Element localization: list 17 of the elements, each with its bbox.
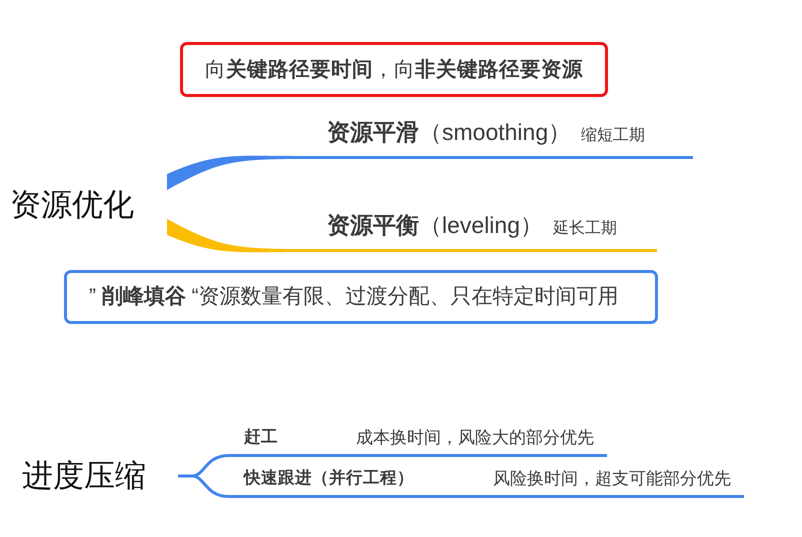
branch-topic <box>229 427 607 457</box>
branch-label: 快速跟进（并行工程） <box>244 469 414 488</box>
branch-line <box>178 474 230 498</box>
note-box: ” 削峰填谷 “资源数量有限、过渡分配、只在特定时间可用 <box>64 270 658 324</box>
branch-line <box>167 219 300 252</box>
branch-note: 风险换时间，超支可能部分优先 <box>493 468 731 490</box>
branch-topic <box>229 468 744 498</box>
branch-line <box>167 156 300 190</box>
topic-title: 资源优化 <box>10 186 134 224</box>
branch-note: 成本换时间，风险大的部分优先 <box>356 426 594 449</box>
branch-note: 延长工期 <box>553 220 617 238</box>
branch-note: 缩短工期 <box>581 127 646 144</box>
topic-title: 进度压缩 <box>22 457 146 495</box>
branch-label: 赶工 <box>244 428 278 446</box>
callout-box: 向关键路径要时间，向非关键路径要资源 <box>180 42 608 97</box>
branch-label: 资源平滑（smoothing） <box>327 119 572 146</box>
branch-label: 资源平衡（leveling） <box>327 212 543 238</box>
